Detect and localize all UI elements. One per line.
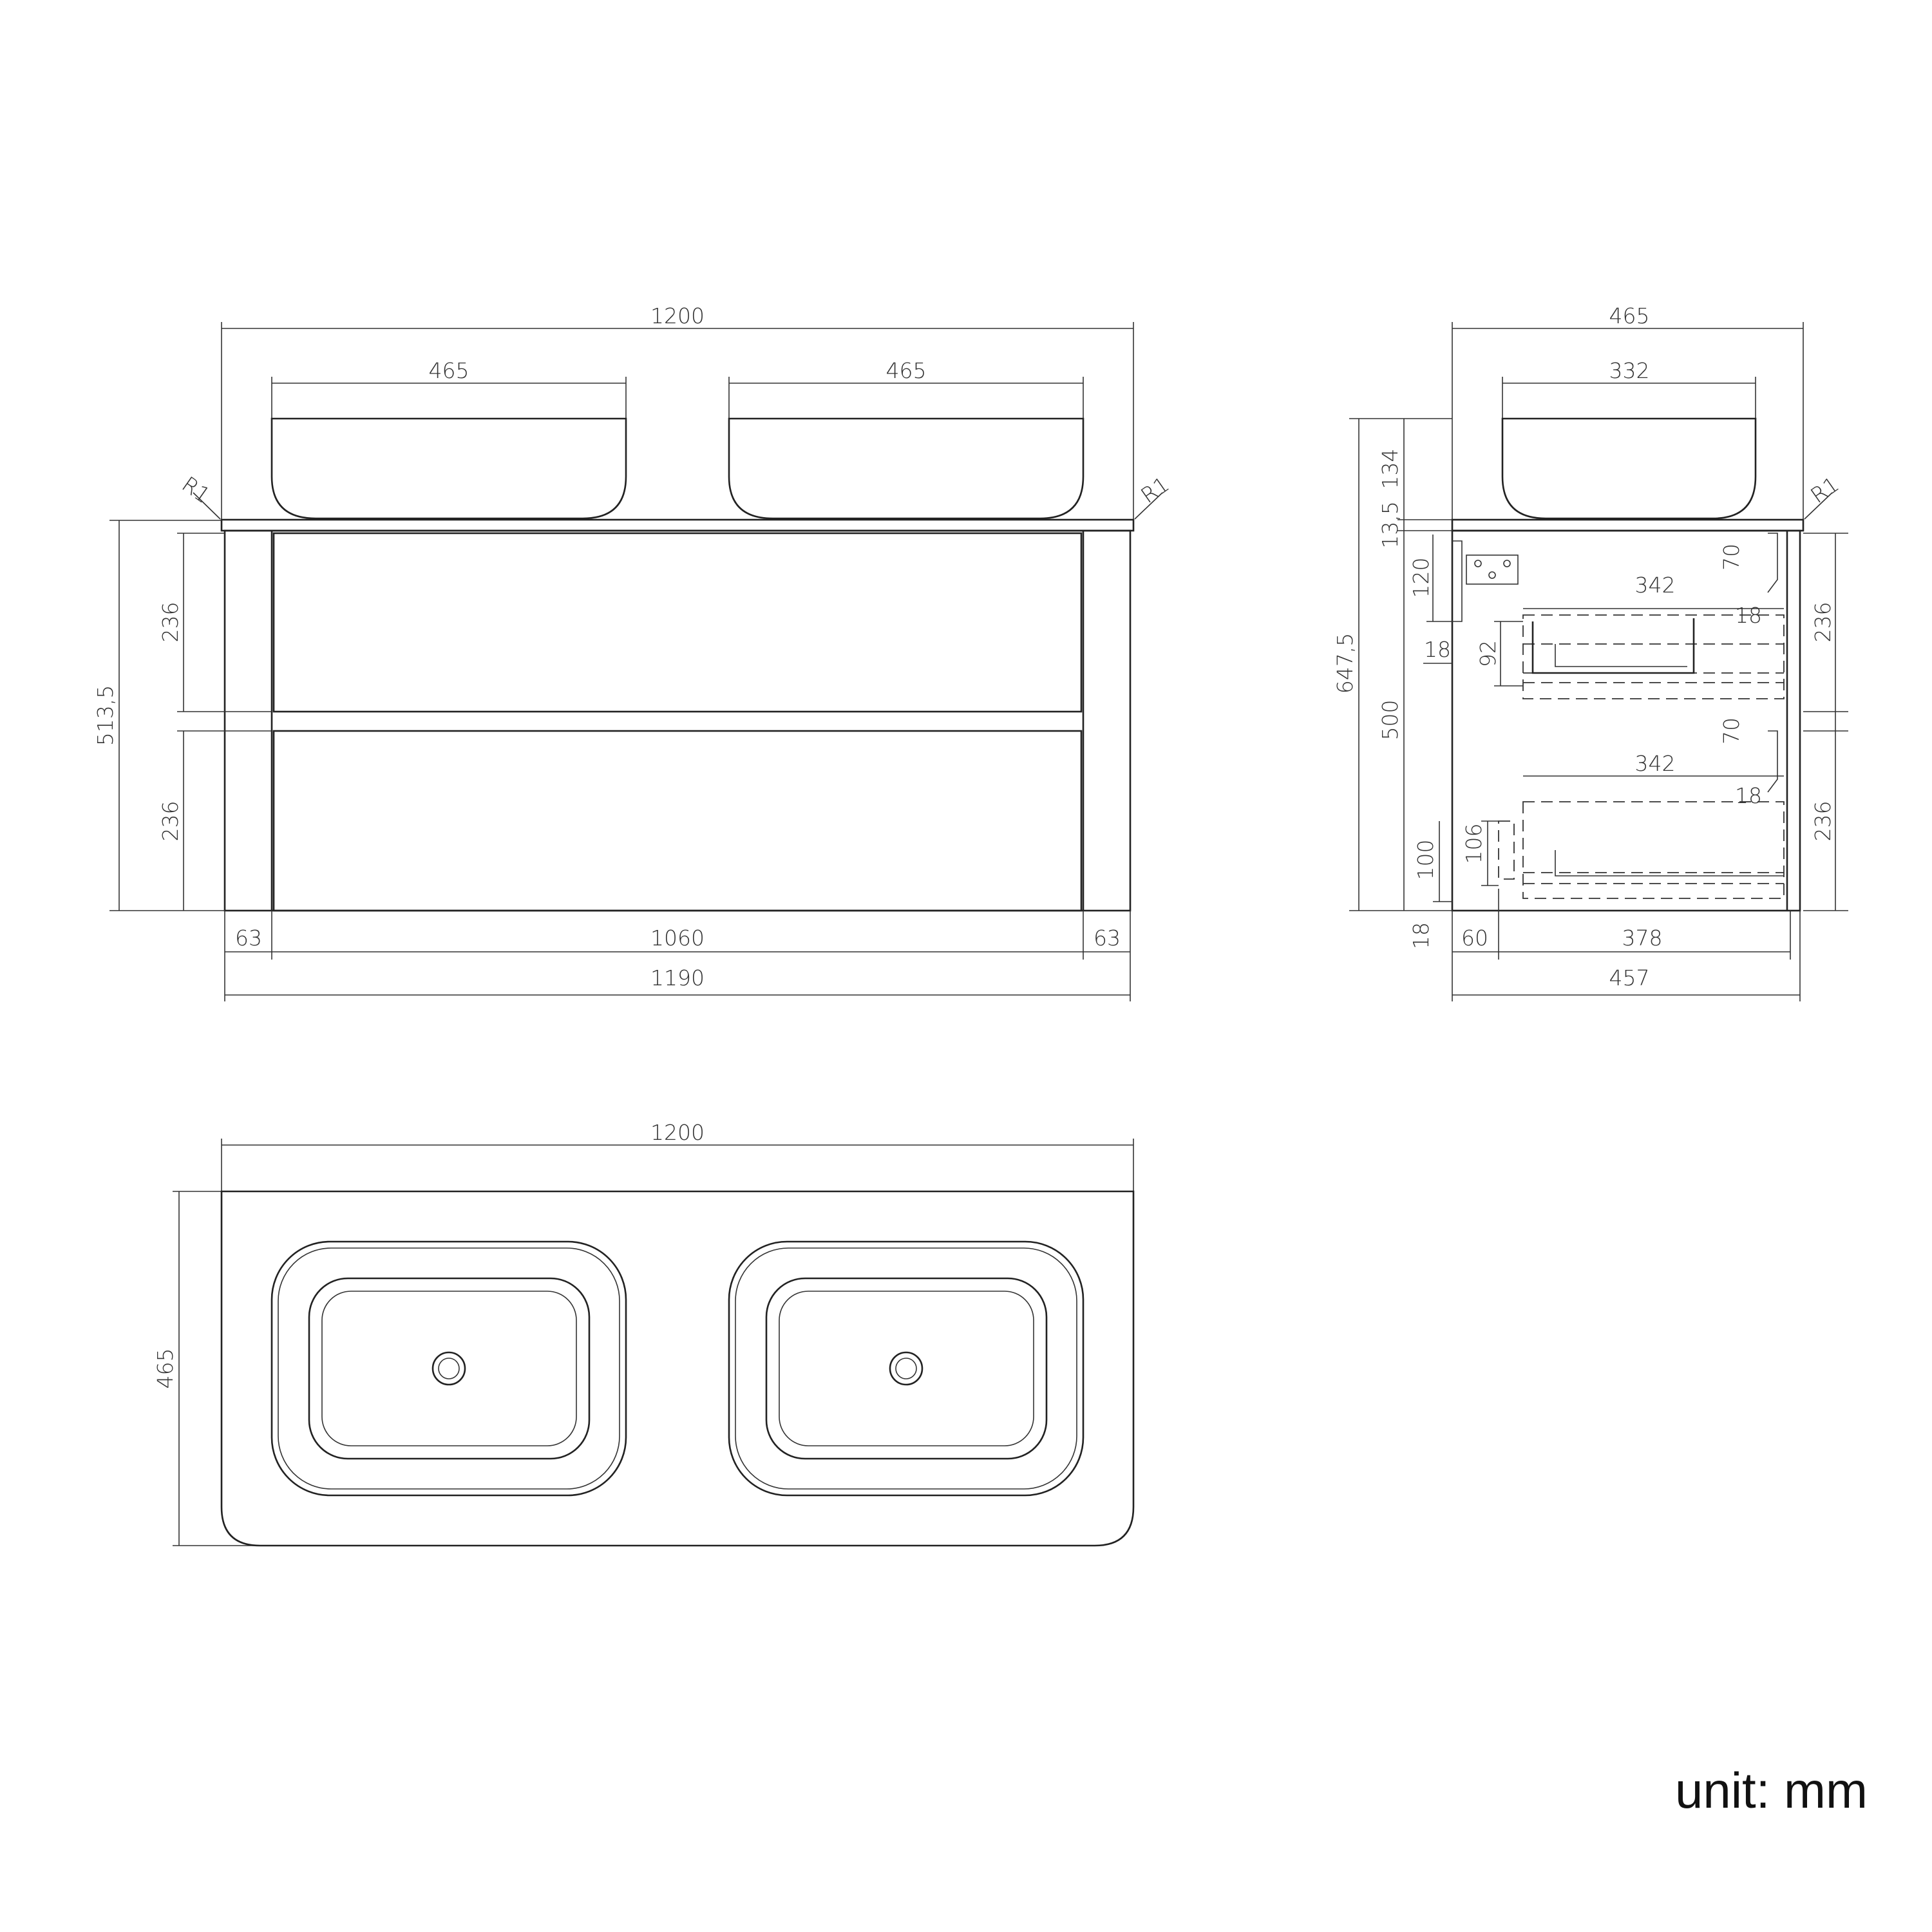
upper-drawer-outline <box>1522 614 1785 699</box>
top-depth: 465 <box>153 1349 178 1389</box>
countertop-top <box>220 1190 1135 1547</box>
radius-right: R1 <box>1136 471 1173 508</box>
front-upper-height: 236 <box>1810 602 1835 643</box>
upper-front-gap: 70 <box>1719 544 1744 571</box>
lower-drawer-depth: 342 <box>1635 751 1676 776</box>
basin-left <box>270 417 627 520</box>
top-view: 1200 465 <box>153 1120 1135 1547</box>
side-plinth: 100 <box>1413 840 1438 880</box>
side-drawer-gap: 18 <box>1424 637 1451 662</box>
drain-right-icon <box>889 1351 923 1386</box>
side-cabinet-depth: 457 <box>1609 965 1650 990</box>
side-inner-lower: 106 <box>1461 824 1486 864</box>
side-right-width: 63 <box>1094 925 1121 951</box>
countertop <box>220 518 1135 532</box>
top-basin-left <box>270 1240 627 1497</box>
wall-bracket-icon <box>1466 554 1519 585</box>
side-setback: 60 <box>1461 925 1488 951</box>
lower-panel: 18 <box>1735 783 1762 808</box>
front-overall-width: 1200 <box>650 303 705 328</box>
drawer-top <box>272 532 1083 713</box>
drawer-width: 1060 <box>650 925 705 951</box>
lower-front-gap: 70 <box>1719 717 1744 744</box>
cabinet-width: 1190 <box>650 965 705 990</box>
side-bracket-height: 120 <box>1408 558 1434 598</box>
drain-left-icon <box>431 1351 466 1386</box>
unit-label: unit: mm <box>1674 1762 1868 1819</box>
side-overall-depth: 465 <box>1609 303 1650 328</box>
side-radius: R1 <box>1806 471 1843 508</box>
side-bottom: 18 <box>1408 922 1434 949</box>
side-countertop <box>1451 518 1804 532</box>
side-basin <box>1501 417 1757 520</box>
side-view: 465 332 R1 <box>1332 303 1848 1001</box>
side-total-height: 647,5 <box>1332 633 1358 694</box>
basin-right-width: 465 <box>886 358 927 383</box>
radius-left: R1 <box>177 471 214 508</box>
front-lower-height: 236 <box>1810 801 1835 842</box>
side-inner-upper: 92 <box>1475 640 1501 667</box>
top-basin-right <box>728 1240 1084 1497</box>
side-left-width: 63 <box>235 925 262 951</box>
side-basin-depth: 332 <box>1609 358 1650 383</box>
drawer-bottom-height: 236 <box>158 801 183 842</box>
side-basin-height: 134 <box>1378 449 1403 489</box>
basin-left-width: 465 <box>429 358 469 383</box>
side-body-height: 500 <box>1378 700 1403 741</box>
upper-panel: 18 <box>1735 603 1762 628</box>
lower-drawer-outline <box>1522 801 1785 899</box>
front-height: 513,5 <box>93 685 118 746</box>
side-top-thickness: 13,5 <box>1378 501 1403 548</box>
top-overall-width: 1200 <box>650 1120 705 1145</box>
cabinet-body <box>223 529 1132 912</box>
drawer-bottom <box>272 730 1083 912</box>
side-drawer-run: 378 <box>1622 925 1663 951</box>
basin-right <box>728 417 1084 520</box>
side-cabinet <box>1451 529 1801 912</box>
front-view: 1200 465 465 R1 R1 513,5 236 <box>93 303 1174 1001</box>
upper-drawer-depth: 342 <box>1635 573 1676 598</box>
drawer-top-height: 236 <box>158 602 183 643</box>
